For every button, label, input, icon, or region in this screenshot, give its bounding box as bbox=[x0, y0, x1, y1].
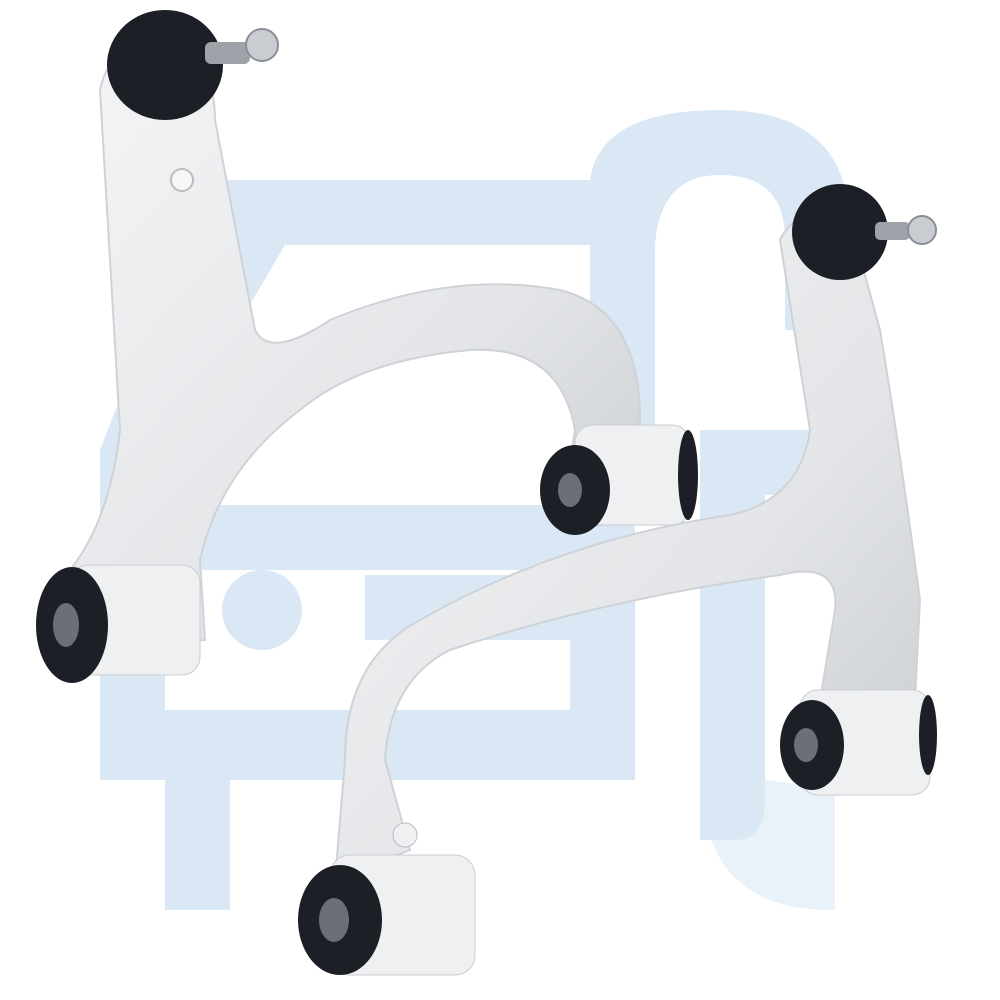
bushing bbox=[780, 689, 937, 796]
right-control-arm bbox=[298, 184, 937, 976]
bushing bbox=[36, 564, 201, 683]
left-control-arm bbox=[36, 10, 698, 683]
ball-joint bbox=[792, 184, 937, 280]
ball-joint bbox=[107, 10, 279, 120]
bushing bbox=[298, 854, 476, 976]
bushing bbox=[540, 424, 698, 535]
